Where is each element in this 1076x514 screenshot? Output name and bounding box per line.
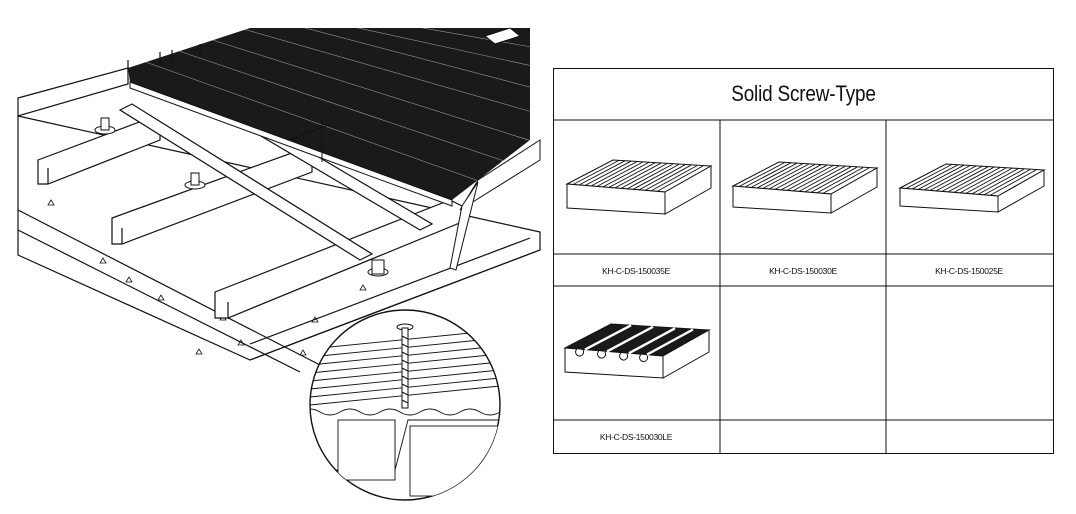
product-code-1: KH-C-DS-150035E xyxy=(602,266,670,276)
board-drawing-2 xyxy=(731,161,879,214)
board-drawing-4 xyxy=(563,323,711,379)
concrete-slab xyxy=(17,67,541,373)
screw xyxy=(396,323,414,409)
board-drawing-1 xyxy=(565,159,713,215)
deck-boards xyxy=(127,27,541,271)
product-code-2: KH-C-DS-150030E xyxy=(769,266,837,276)
pedestals xyxy=(94,117,389,277)
product-catalog-table: Solid Screw-Type xyxy=(553,68,1054,454)
product-code-4: KH-C-DS-150030LE xyxy=(599,432,673,442)
table-grid xyxy=(553,68,1054,454)
decking-installation-illustration xyxy=(17,27,541,501)
screw-detail-lens xyxy=(309,309,501,501)
board-drawing-3 xyxy=(898,163,1046,213)
table-title: Solid Screw-Type xyxy=(731,81,876,106)
product-code-3: KH-C-DS-150025E xyxy=(935,266,1003,276)
